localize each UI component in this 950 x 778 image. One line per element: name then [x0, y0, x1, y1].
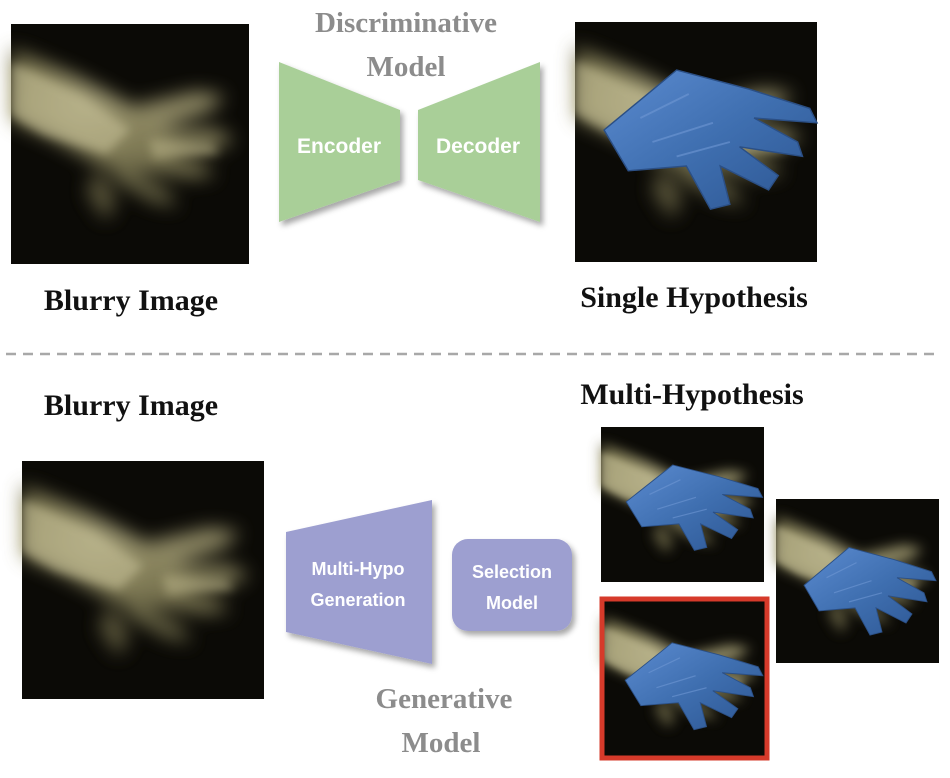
- top-input-label: Blurry Image: [44, 284, 218, 317]
- decoder-block: [418, 62, 540, 222]
- generation-label-line2: Generation: [310, 590, 405, 610]
- generation-label-line1: Multi-Hypo: [312, 559, 405, 579]
- discriminative-title-line2: Model: [367, 51, 446, 83]
- encoder-label: Encoder: [297, 135, 381, 158]
- hypothesis-image-2: [776, 499, 939, 663]
- bottom-input-label: Blurry Image: [44, 389, 218, 422]
- single-hypothesis-image: [575, 22, 818, 262]
- discriminative-title-line1: Discriminative: [315, 7, 497, 39]
- selection-label-line1: Selection: [472, 562, 552, 582]
- multi-hypo-generation-block: [286, 500, 432, 664]
- hypothesis-image-1: [601, 427, 764, 582]
- generative-title-line1: Generative: [376, 683, 513, 715]
- bottom-blurry-image: [22, 461, 264, 699]
- selected-hypothesis-border: [599, 596, 770, 761]
- generative-title-line2: Model: [402, 727, 481, 759]
- hypothesis-image-3-selected: [603, 601, 766, 757]
- top-blurry-image: [11, 24, 249, 264]
- multi-hypothesis-label: Multi-Hypothesis: [580, 378, 803, 411]
- selection-model-block: [452, 539, 572, 631]
- decoder-label: Decoder: [436, 135, 520, 158]
- single-hypothesis-label: Single Hypothesis: [580, 281, 808, 314]
- encoder-block: [279, 62, 400, 222]
- selection-label-line2: Model: [486, 593, 538, 613]
